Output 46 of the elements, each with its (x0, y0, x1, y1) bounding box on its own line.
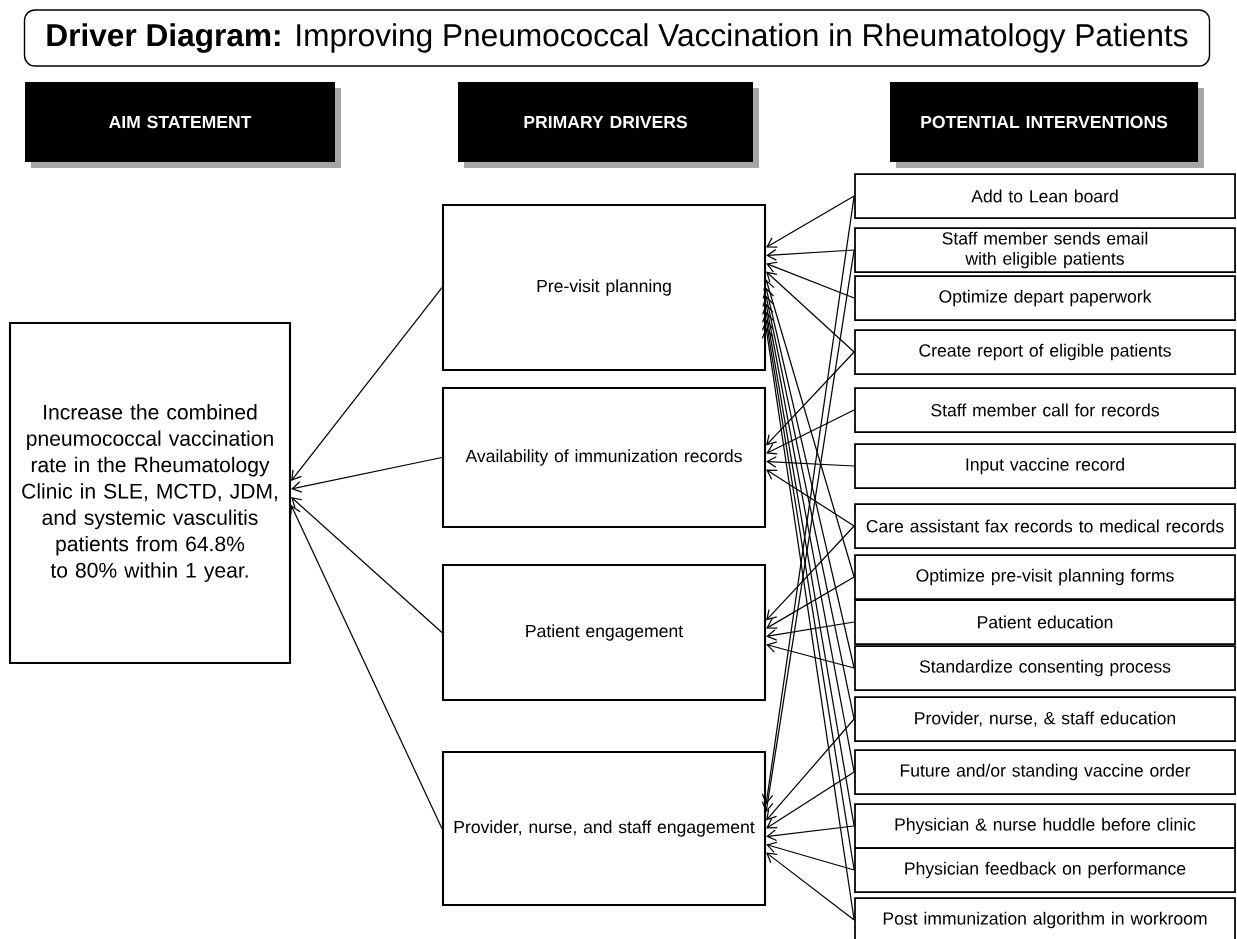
driver-box: Availability of immunization records (441, 386, 767, 529)
arrow (766, 771, 855, 829)
arrow (763, 279, 855, 578)
intervention-box: Optimize pre-visit planning forms (854, 554, 1236, 600)
intervention-box: Standardize consenting process (854, 645, 1236, 691)
driver-box: Patient engagement (441, 563, 767, 702)
arrow (766, 469, 855, 527)
column-header: AIM STATEMENT (25, 82, 335, 162)
intervention-box: Input vaccine record (854, 443, 1236, 489)
arrow (291, 286, 443, 481)
arrow (766, 621, 855, 641)
arrow (291, 456, 443, 493)
arrow (766, 249, 855, 261)
intervention-box: Patient education (854, 599, 1236, 645)
aim-box: Increase the combined pneumococcal vaccination rate in the Rheumatology Clinic in SLE, MCTD, JDM, and systemic vasculitis patients from 64.8% to 80% within 1 year. (8, 321, 292, 665)
arrow (766, 525, 855, 621)
arrow (766, 852, 855, 921)
arrow (766, 351, 855, 446)
intervention-box: Physician & nurse huddle before clinic (854, 803, 1236, 849)
intervention-box: Provider, nurse, & staff education (854, 696, 1236, 742)
arrow (766, 641, 855, 669)
driver-box: Provider, nurse, and staff engagement (441, 750, 767, 907)
intervention-box: Staff member sends email with eligible patients (854, 227, 1236, 273)
arrow (766, 841, 855, 871)
intervention-box: Optimize depart paperwork (854, 275, 1236, 321)
arrow (766, 195, 855, 248)
intervention-box: Future and/or standing vaccine order (854, 749, 1236, 795)
column-header: PRIMARY DRIVERS (458, 82, 753, 162)
arrow (291, 497, 443, 634)
arrow (766, 576, 855, 629)
arrow (766, 825, 855, 842)
arrow (766, 261, 855, 299)
intervention-box: Create report of eligible patients (854, 329, 1236, 375)
intervention-box: Physician feedback on performance (854, 847, 1236, 893)
driver-box: Pre-visit planning (441, 203, 767, 372)
column-header: POTENTIAL INTERVENTIONS (890, 82, 1198, 162)
arrow (766, 718, 855, 821)
arrow (766, 271, 855, 353)
arrow (289, 505, 443, 830)
intervention-box: Care assistant fax records to medical records (854, 503, 1236, 549)
title-box: Driver Diagram: Improving Pneumococcal Vaccination in Rheumatology Patients (23, 9, 1211, 67)
arrow (766, 409, 855, 455)
intervention-box: Post immunization algorithm in workroom (854, 897, 1236, 939)
arrow (766, 456, 855, 468)
intervention-box: Staff member call for records (854, 387, 1236, 433)
intervention-box: Add to Lean board (854, 173, 1236, 219)
